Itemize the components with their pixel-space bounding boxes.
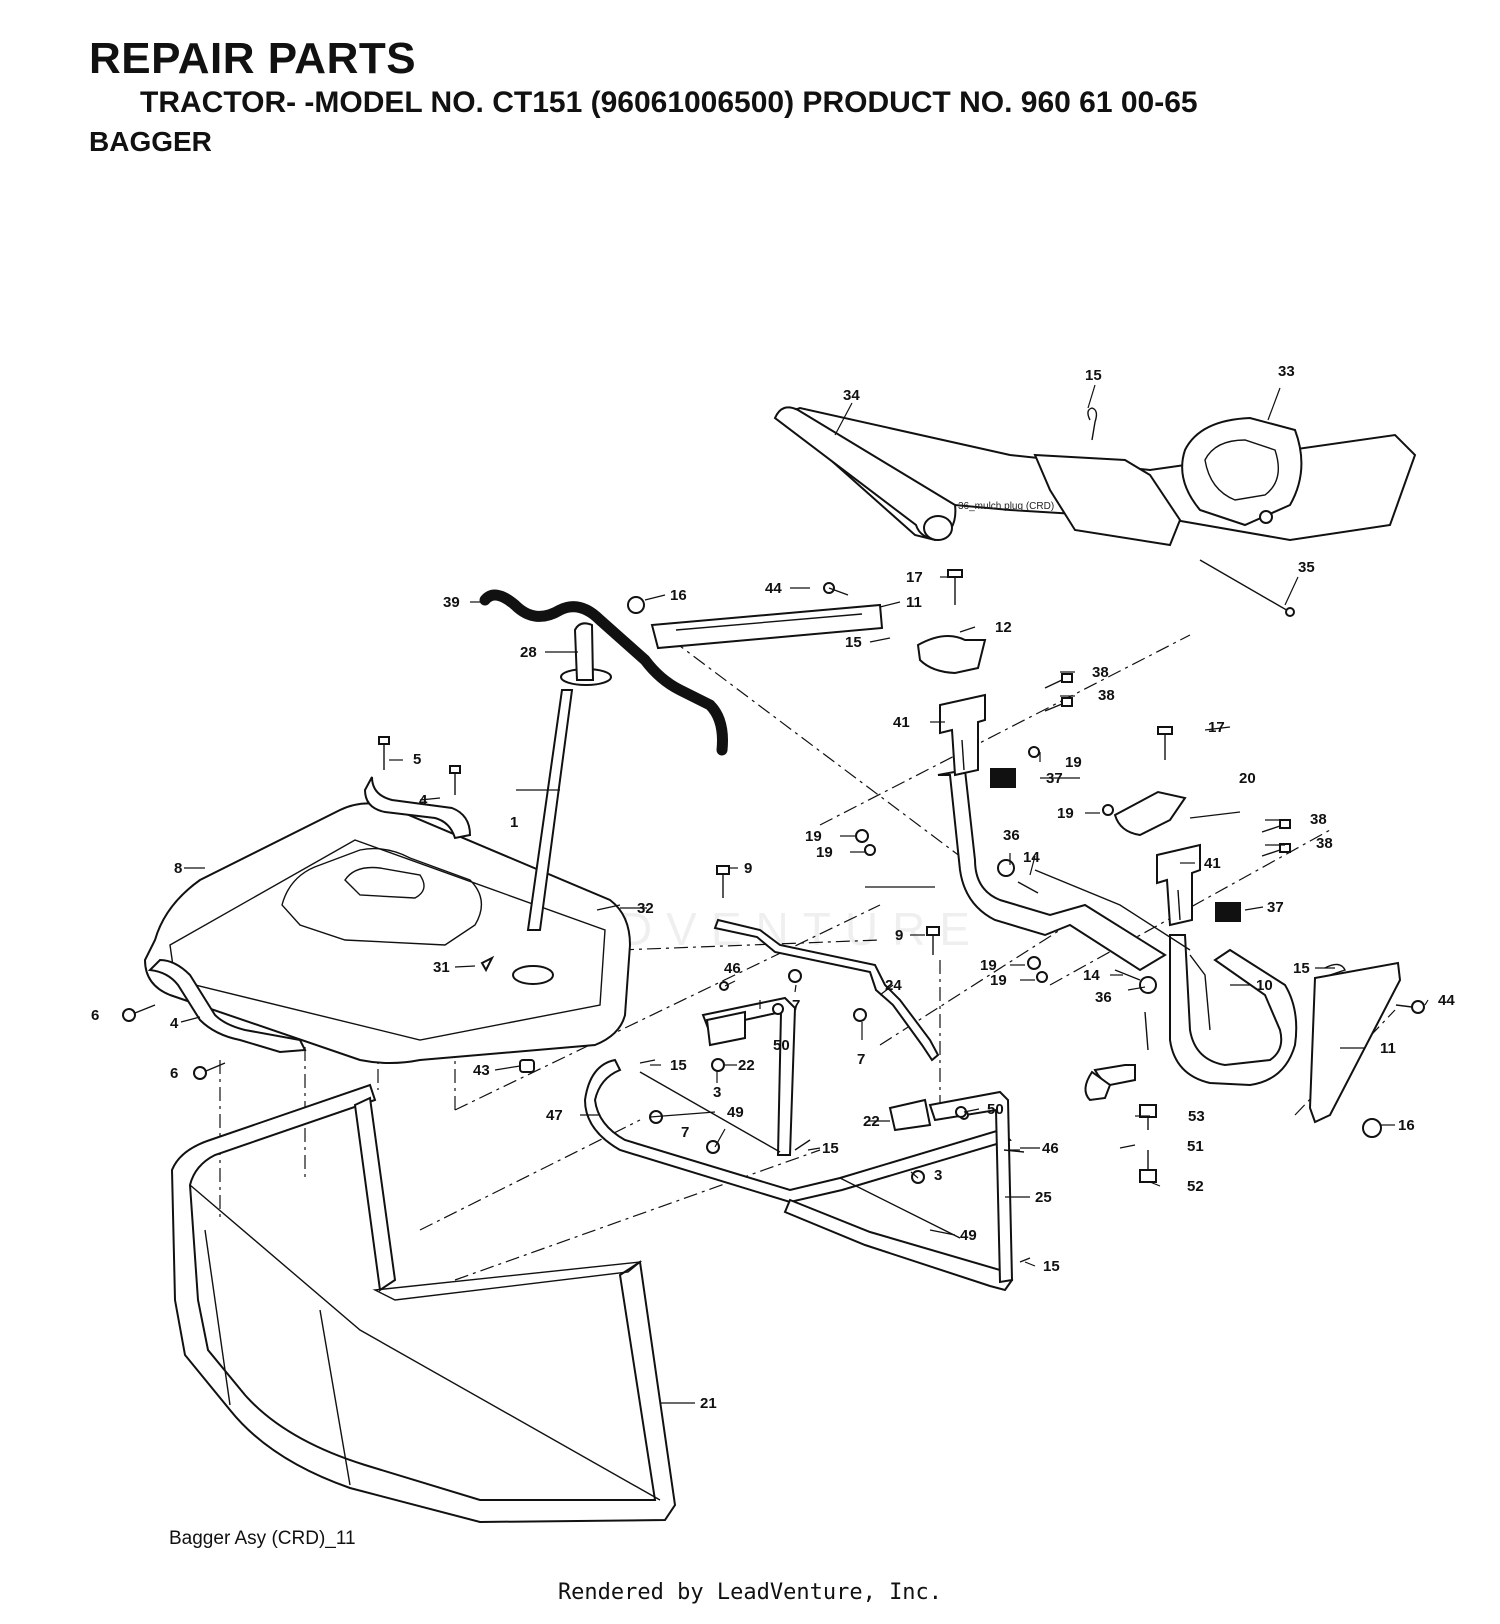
callout-19: 19 bbox=[1057, 805, 1074, 822]
callout-14: 14 bbox=[1023, 849, 1040, 866]
callout-25: 25 bbox=[1035, 1189, 1052, 1206]
callout-16: 16 bbox=[670, 587, 687, 604]
callout-37: 37 bbox=[1267, 899, 1284, 916]
callout-19: 19 bbox=[805, 828, 822, 845]
callout-21: 21 bbox=[700, 1395, 717, 1412]
callout-5: 5 bbox=[413, 751, 421, 768]
callout-33: 33 bbox=[1278, 363, 1295, 380]
callout-15: 15 bbox=[1085, 367, 1102, 384]
diagram-caption: Bagger Asy (CRD)_11 bbox=[169, 1528, 356, 1549]
mounting-frame bbox=[937, 768, 1298, 1087]
section-title: BAGGER bbox=[89, 126, 212, 157]
callout-19: 19 bbox=[990, 972, 1007, 989]
callout-24: 24 bbox=[885, 977, 902, 994]
callout-44: 44 bbox=[1438, 992, 1455, 1009]
callout-9: 9 bbox=[744, 860, 752, 877]
callout-8: 8 bbox=[174, 860, 182, 877]
callout-11: 11 bbox=[1380, 1040, 1396, 1057]
callout-17: 17 bbox=[1208, 719, 1225, 736]
callout-4: 4 bbox=[419, 792, 428, 809]
callout-38: 38 bbox=[1092, 664, 1109, 681]
callout-37: 37 bbox=[1046, 770, 1063, 787]
callout-11: 11 bbox=[906, 594, 922, 611]
callout-9: 9 bbox=[895, 927, 903, 944]
callout-35: 35 bbox=[1298, 559, 1315, 576]
callout-53: 53 bbox=[1188, 1108, 1205, 1125]
callout-31: 31 bbox=[433, 959, 450, 976]
callout-15: 15 bbox=[845, 634, 862, 651]
page-title: REPAIR PARTS bbox=[89, 34, 417, 83]
callout-46: 46 bbox=[1042, 1140, 1059, 1157]
callout-43: 43 bbox=[473, 1062, 490, 1079]
callout-10: 10 bbox=[1256, 977, 1273, 994]
callout-15: 15 bbox=[822, 1140, 839, 1157]
callout-46: 46 bbox=[724, 960, 741, 977]
callout-20: 20 bbox=[1239, 770, 1256, 787]
callout-41: 41 bbox=[1204, 855, 1221, 872]
callout-14: 14 bbox=[1083, 967, 1100, 984]
dump-handle bbox=[479, 589, 728, 931]
support-frame bbox=[583, 918, 1014, 1292]
callout-41: 41 bbox=[893, 714, 910, 731]
callout-7: 7 bbox=[792, 997, 800, 1014]
model-subtitle: TRACTOR- -MODEL NO. CT151 (96061006500) … bbox=[140, 86, 1198, 119]
callout-15: 15 bbox=[670, 1057, 687, 1074]
callout-19: 19 bbox=[1065, 754, 1082, 771]
hardware bbox=[122, 569, 1425, 1263]
callout-38: 38 bbox=[1098, 687, 1115, 704]
callout-19: 19 bbox=[980, 957, 997, 974]
callout-50: 50 bbox=[987, 1101, 1004, 1118]
callout-15: 15 bbox=[1293, 960, 1310, 977]
bagger-lid bbox=[143, 776, 632, 1064]
callout-50: 50 bbox=[773, 1037, 790, 1054]
callout-49: 49 bbox=[727, 1104, 744, 1121]
rendered-by-footer: Rendered by LeadVenture, Inc. bbox=[557, 1580, 943, 1605]
callout-7: 7 bbox=[681, 1124, 689, 1141]
brackets bbox=[650, 603, 1402, 1124]
mulch-plug-assembly: 36_mulch plug (CRD) bbox=[773, 406, 1417, 617]
callout-1: 1 bbox=[510, 814, 518, 831]
callout-19: 19 bbox=[816, 844, 833, 861]
callout-15: 15 bbox=[1043, 1258, 1060, 1275]
callout-47: 47 bbox=[546, 1107, 563, 1124]
callout-6: 6 bbox=[91, 1007, 99, 1024]
callout-28: 28 bbox=[520, 644, 537, 661]
mulch-plug-note: 36_mulch plug (CRD) bbox=[958, 501, 1054, 512]
callout-6: 6 bbox=[170, 1065, 178, 1082]
callout-4: 4 bbox=[170, 1015, 179, 1032]
callout-labels: 1 3 3 4 4 5 6 6 7 7 7 8 9 9 10 11 11 12 … bbox=[91, 363, 1455, 1412]
callout-32: 32 bbox=[637, 900, 654, 917]
callout-17: 17 bbox=[906, 569, 923, 586]
callout-51: 51 bbox=[1187, 1138, 1204, 1155]
callout-49: 49 bbox=[960, 1227, 977, 1244]
callout-36: 36 bbox=[1003, 827, 1020, 844]
callout-3: 3 bbox=[934, 1167, 942, 1184]
callout-39: 39 bbox=[443, 594, 460, 611]
callout-34: 34 bbox=[843, 387, 860, 404]
callout-7: 7 bbox=[857, 1051, 865, 1068]
callout-12: 12 bbox=[995, 619, 1012, 636]
callout-52: 52 bbox=[1187, 1178, 1204, 1195]
leader-lines bbox=[180, 384, 1429, 1404]
grass-bag bbox=[170, 1083, 677, 1524]
callout-38: 38 bbox=[1316, 835, 1333, 852]
callout-22: 22 bbox=[863, 1113, 880, 1130]
callout-38: 38 bbox=[1310, 811, 1327, 828]
callout-3: 3 bbox=[713, 1084, 721, 1101]
callout-36: 36 bbox=[1095, 989, 1112, 1006]
callout-44: 44 bbox=[765, 580, 782, 597]
callout-22: 22 bbox=[738, 1057, 755, 1074]
callout-16: 16 bbox=[1398, 1117, 1415, 1134]
